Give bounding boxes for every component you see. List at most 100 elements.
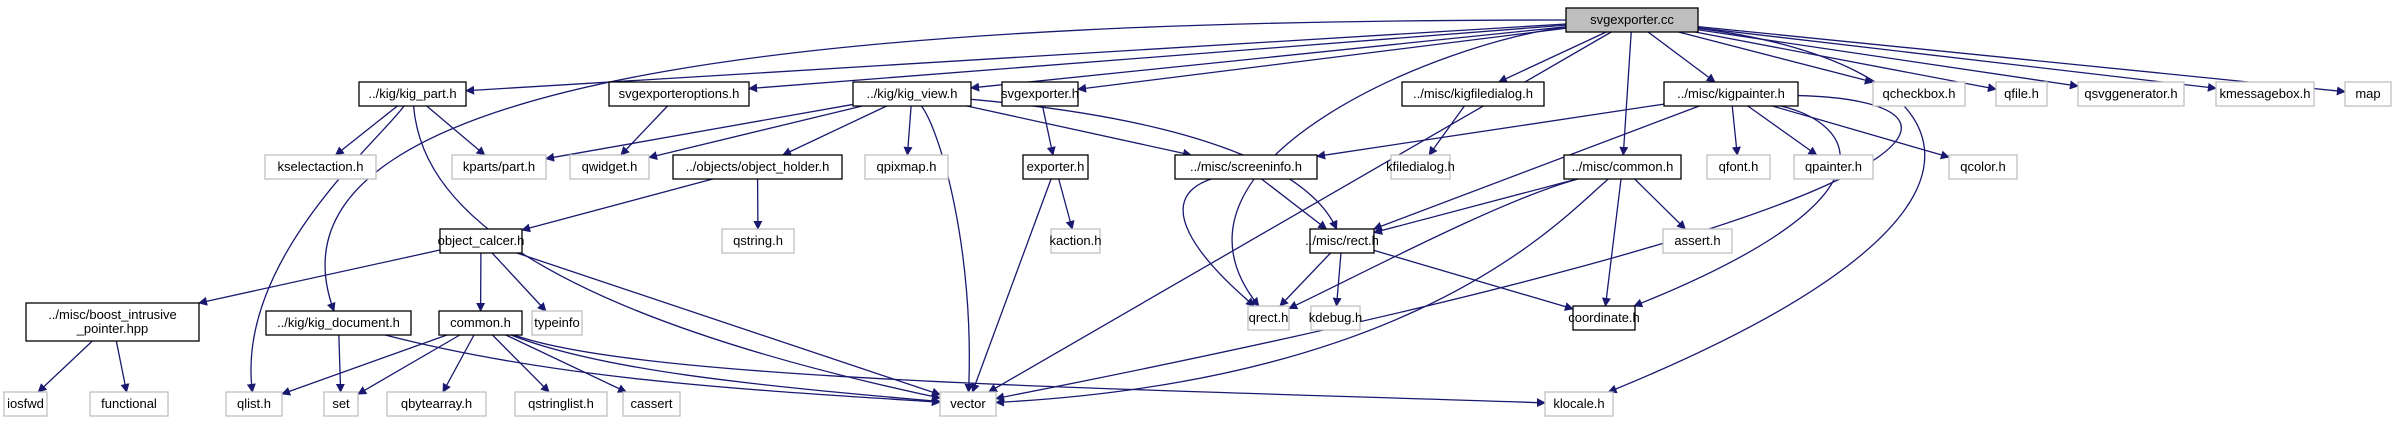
node-box — [1050, 228, 1101, 254]
node-box — [1872, 81, 1966, 107]
node-box — [2344, 81, 2392, 107]
edge-misc_common-to-coordinate — [1601, 178, 1622, 307]
node-label: qcolor.h — [1960, 159, 2006, 174]
node-label: vector — [950, 396, 986, 411]
node-box — [264, 154, 377, 180]
edge-common_h-to-vector — [510, 334, 941, 406]
node-kig_view[interactable]: ../kig/kig_view.h — [852, 81, 972, 107]
node-label: qpainter.h — [1805, 159, 1862, 174]
node-label: ../objects/object_holder.h — [686, 159, 830, 174]
node-label: functional — [101, 396, 157, 411]
node-boost_ptr[interactable]: ../misc/boost_intrusive_pointer.hpp — [25, 302, 200, 342]
node-misc_common[interactable]: ../misc/common.h — [1563, 154, 1682, 180]
node-label: cassert — [631, 396, 673, 411]
edge-kigpainter-to-coordinate — [1633, 105, 1841, 308]
node-label: kselectaction.h — [278, 159, 364, 174]
node-label: kmessagebox.h — [2219, 86, 2310, 101]
node-qbytearray: qbytearray.h — [386, 391, 487, 417]
node-exporter[interactable]: exporter.h — [1022, 154, 1089, 180]
edge-rect-to-coordinate — [1373, 249, 1574, 311]
node-common_h[interactable]: common.h — [438, 310, 523, 336]
edge-kigpainter-to-qpainter — [1747, 105, 1818, 156]
node-kfiledialog: kfiledialog.h — [1386, 154, 1455, 180]
node-label: typeinfo — [534, 315, 580, 330]
node-label: qcheckbox.h — [1883, 86, 1956, 101]
edge-kig_part-to-qlist — [246, 105, 405, 393]
edges-layer — [37, 19, 2346, 408]
node-label: ../misc/kigfiledialog.h — [1413, 86, 1533, 101]
node-box — [939, 391, 997, 417]
edge-misc_common-to-assert — [1634, 178, 1686, 230]
node-box — [25, 302, 200, 342]
node-box — [608, 81, 750, 107]
node-label: assert.h — [1674, 233, 1720, 248]
node-box — [225, 391, 283, 417]
node-root[interactable]: svgexporter.cc — [1565, 7, 1699, 33]
node-kig_document[interactable]: ../kig/kig_document.h — [265, 310, 412, 336]
edge-boost_ptr-to-functional — [115, 340, 130, 393]
edge-exporter-to-kaction — [1058, 178, 1075, 230]
node-box — [672, 154, 843, 180]
node-label: qstringlist.h — [528, 396, 594, 411]
node-kmessagebox: kmessagebox.h — [2215, 81, 2315, 107]
node-kaction: kaction.h — [1049, 228, 1102, 254]
node-label: svgexporteroptions.h — [619, 86, 740, 101]
node-svgexporter_h[interactable]: svgexporter.h — [1001, 81, 1079, 107]
node-label: common.h — [450, 315, 511, 330]
node-label: _pointer.hpp — [76, 321, 149, 336]
edge-boost_ptr-to-iosfwd — [37, 340, 93, 393]
node-label: ../misc/common.h — [1572, 159, 1674, 174]
node-box — [1995, 81, 2048, 107]
node-qfile: qfile.h — [1995, 81, 2048, 107]
edge-root-to-map — [1697, 25, 2346, 96]
node-kigpainter[interactable]: ../misc/kigpainter.h — [1663, 81, 1799, 107]
edge-kig_document-to-vector — [384, 334, 941, 407]
node-label: kparts/part.h — [463, 159, 535, 174]
node-object_holder[interactable]: ../objects/object_holder.h — [672, 154, 843, 180]
node-kigfiledialog[interactable]: ../misc/kigfiledialog.h — [1401, 81, 1545, 107]
node-kparts_part: kparts/part.h — [451, 154, 547, 180]
node-label: ../kig/kig_view.h — [866, 86, 957, 101]
node-box — [2215, 81, 2315, 107]
edge-object_holder-to-object_calcer — [521, 178, 713, 233]
node-qstringlist: qstringlist.h — [514, 391, 608, 417]
node-box — [323, 391, 359, 417]
node-box — [721, 228, 795, 254]
node-label: object_calcer.h — [438, 233, 525, 248]
node-box — [864, 154, 949, 180]
edge-kig_view-to-qpixmap — [903, 105, 913, 156]
node-map: map — [2344, 81, 2392, 107]
node-box — [1022, 154, 1089, 180]
node-qstring: qstring.h — [721, 228, 795, 254]
edge-misc_common-to-rect — [1373, 178, 1578, 235]
node-box — [1310, 305, 1361, 331]
edge-common_h-to-klocale — [513, 334, 1546, 408]
node-cassert: cassert — [622, 391, 681, 417]
node-box — [852, 81, 972, 107]
edge-common_h-to-cassert — [505, 334, 627, 393]
node-object_calcer[interactable]: object_calcer.h — [438, 228, 525, 254]
node-box — [1247, 305, 1290, 331]
edge-svgexporter_h-to-exporter — [1041, 105, 1056, 156]
node-qrect: qrect.h — [1247, 305, 1290, 331]
edge-root-to-kigpainter — [1647, 31, 1716, 83]
node-iosfwd: iosfwd — [3, 391, 48, 417]
node-kselectaction: kselectaction.h — [264, 154, 377, 180]
node-svgexporteroptions[interactable]: svgexporteroptions.h — [608, 81, 750, 107]
node-box — [1544, 391, 1614, 417]
node-screeninfo[interactable]: ../misc/screeninfo.h — [1174, 154, 1318, 180]
edge-root-to-kig_view — [970, 26, 1567, 92]
node-label: qrect.h — [1249, 310, 1289, 325]
node-coordinate[interactable]: coordinate.h — [1568, 305, 1640, 331]
edge-kig_view-to-screeninfo — [966, 105, 1192, 158]
edge-kig_view-to-qwidget — [648, 105, 863, 160]
node-kig_part[interactable]: ../kig/kig_part.h — [358, 81, 467, 107]
node-rect[interactable]: ../misc/rect.h — [1305, 228, 1379, 254]
edge-object_calcer-to-typeinfo — [491, 252, 547, 312]
node-label: ../kig/kig_part.h — [368, 86, 456, 101]
node-box — [386, 391, 487, 417]
node-label: ../misc/screeninfo.h — [1190, 159, 1302, 174]
node-box — [1948, 154, 2018, 180]
node-box — [1563, 154, 1682, 180]
